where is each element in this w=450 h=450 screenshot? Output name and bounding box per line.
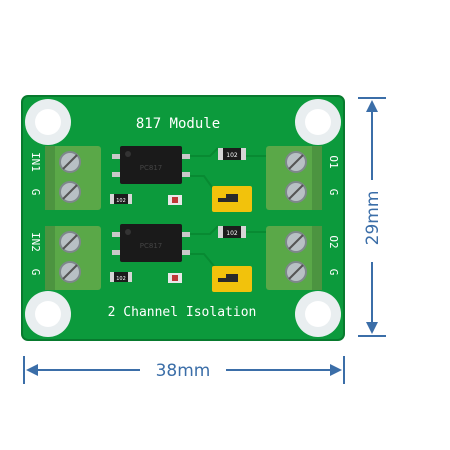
pcb-board xyxy=(22,96,344,340)
resistor-top-1: 102 xyxy=(218,148,246,160)
mounting-hole-top-right xyxy=(295,99,341,145)
terminal-block-o1 xyxy=(266,146,322,210)
mounting-hole-top-left xyxy=(25,99,71,145)
svg-text:102: 102 xyxy=(116,276,126,282)
height-label: 29mm xyxy=(363,191,383,246)
height-dimension xyxy=(358,97,386,337)
svg-text:102: 102 xyxy=(226,152,238,159)
chip-label-2: PC817 xyxy=(140,242,162,250)
board-subtitle: 2 Channel Isolation xyxy=(108,305,257,320)
label-in1: IN1 xyxy=(29,152,42,172)
label-o1: O1 xyxy=(327,155,340,168)
optocoupler-chip-2: PC817 xyxy=(112,224,190,262)
label-in2: IN2 xyxy=(29,232,42,252)
led-2 xyxy=(168,273,182,283)
pcb-traces xyxy=(190,147,266,267)
jumper-1 xyxy=(212,186,252,212)
svg-text:102: 102 xyxy=(116,198,126,204)
terminal-block-o2 xyxy=(266,226,322,290)
svg-text:102: 102 xyxy=(226,230,238,237)
label-g-left-1: G xyxy=(29,189,42,196)
width-label: 38mm xyxy=(156,361,211,381)
width-dimension xyxy=(23,356,345,384)
mounting-hole-bottom-left xyxy=(25,291,71,337)
resistor-top-2: 102 xyxy=(218,226,246,238)
jumper-2 xyxy=(212,266,252,292)
resistor-bottom-2: 102 xyxy=(110,272,132,282)
label-o2: O2 xyxy=(327,235,340,248)
label-g-right-2: G xyxy=(327,269,340,276)
led-1 xyxy=(168,195,182,205)
terminal-block-in1 xyxy=(45,146,101,210)
resistor-bottom-1: 102 xyxy=(110,194,132,204)
label-g-left-2: G xyxy=(29,269,42,276)
optocoupler-chip-1: PC817 xyxy=(112,146,190,184)
terminal-block-in2 xyxy=(45,226,101,290)
chip-label-1: PC817 xyxy=(140,164,162,172)
mounting-hole-bottom-right xyxy=(295,291,341,337)
board-title: 817 Module xyxy=(136,116,220,132)
label-g-right-1: G xyxy=(327,189,340,196)
